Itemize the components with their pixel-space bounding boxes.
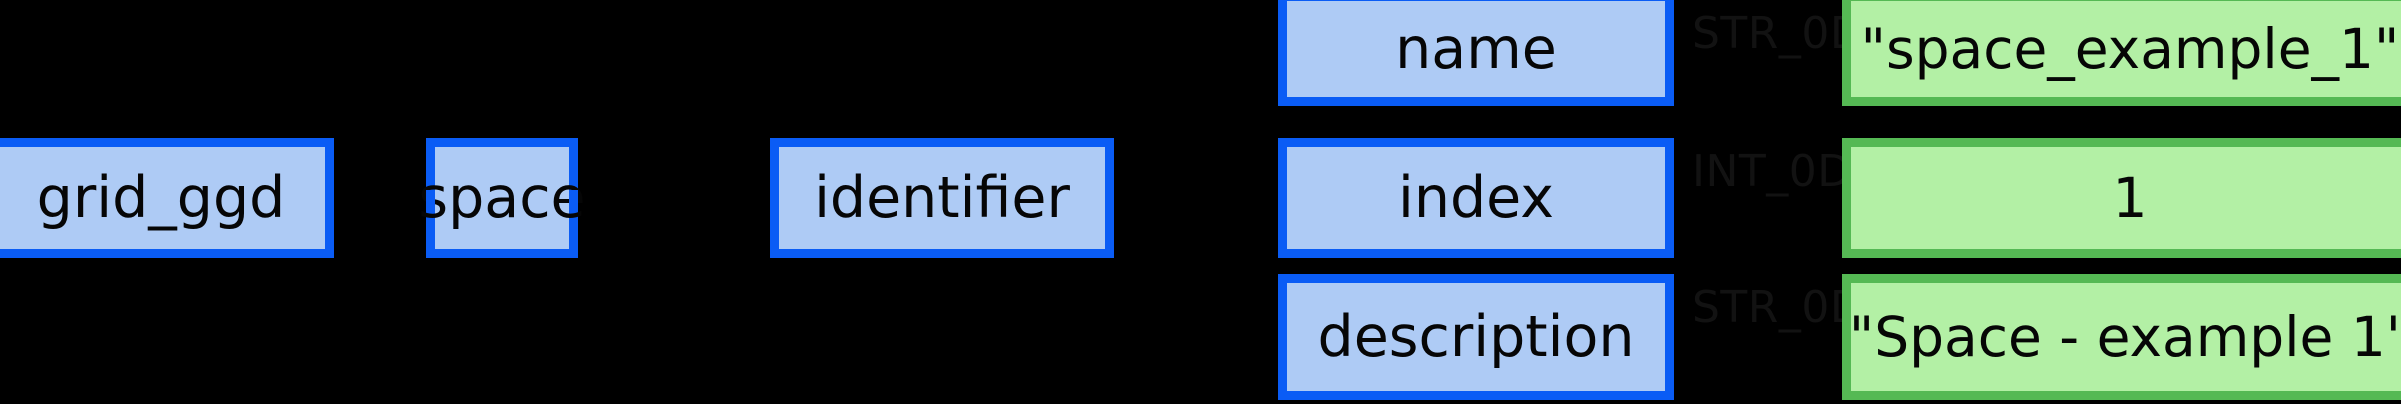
node-field-description[interactable]: description — [1278, 274, 1674, 400]
connector-nub-right — [325, 190, 334, 206]
node-space[interactable]: space — [418, 138, 586, 258]
node-label: "space_example_1" — [1860, 16, 2400, 81]
connector-nub-left — [1842, 41, 1851, 57]
connector-nub-right — [1665, 190, 1674, 206]
node-value-description[interactable]: "Space - example 1" — [1842, 274, 2401, 400]
node-value-index[interactable]: 1 — [1842, 138, 2401, 258]
connector-nub-right — [1665, 329, 1674, 345]
connector-nub-left — [426, 190, 435, 206]
node-label: index — [1398, 164, 1554, 231]
connector-nub-left — [1278, 41, 1287, 57]
node-field-index[interactable]: index — [1278, 138, 1674, 258]
node-label: 1 — [2112, 165, 2148, 230]
node-value-name[interactable]: "space_example_1" — [1842, 0, 2401, 106]
connector-nub-left — [1842, 329, 1851, 345]
connector-nub-left — [1278, 329, 1287, 345]
edge-type-label-index: INT_0D — [1692, 146, 1852, 197]
edge-type-label-description: STR_0D — [1692, 282, 1865, 333]
connector-nub-right — [569, 190, 578, 206]
connector-nub-left — [770, 190, 779, 206]
node-label: description — [1317, 303, 1635, 370]
connector-nub-right — [1105, 190, 1114, 206]
node-label: space — [418, 164, 586, 231]
node-label: name — [1395, 15, 1557, 82]
node-identifier[interactable]: identifier — [770, 138, 1114, 258]
connector-nub-right — [1665, 41, 1674, 57]
node-grid-ggd[interactable]: grid_ggd — [0, 138, 334, 258]
node-label: grid_ggd — [36, 164, 286, 231]
node-field-name[interactable]: name — [1278, 0, 1674, 106]
node-label: "Space - example 1" — [1848, 304, 2401, 369]
connector-nub-left — [1278, 190, 1287, 206]
node-label: identifier — [814, 164, 1070, 231]
edge-type-label-name: STR_0D — [1692, 8, 1865, 59]
connector-nub-left — [1842, 190, 1851, 206]
